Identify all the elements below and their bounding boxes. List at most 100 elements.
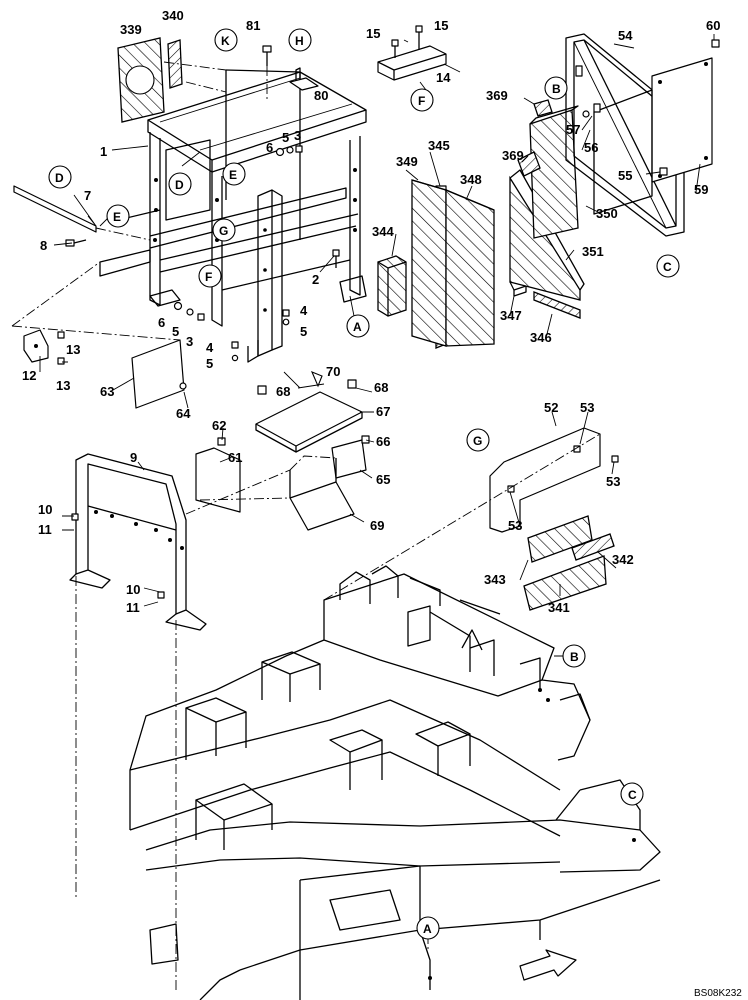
panel-348-349 [411,179,495,347]
label-348: 348 [460,172,482,187]
upper-structure [129,565,661,1000]
ref-K: K [221,34,230,48]
bolts-55-57 [582,103,668,176]
label-65: 65 [376,472,390,487]
pad-342 [571,533,615,561]
label-15-right: 15 [434,18,448,33]
cover-59 [651,39,720,183]
label-62: 62 [212,418,226,433]
label-342: 342 [612,552,634,567]
pad-369 [517,99,553,177]
pad-341 [523,555,607,611]
label-64: 64 [176,406,191,421]
bolt-81 [262,45,272,100]
ref-E-frame: E [229,168,237,182]
label-349: 349 [396,154,418,169]
label-346: 346 [530,330,552,345]
cover-69 [289,458,355,531]
label-57: 57 [566,122,580,137]
label-55: 55 [618,168,632,183]
ref-C-frame: C [663,260,672,274]
label-15-left: 15 [366,26,380,41]
label-54: 54 [618,28,633,43]
ref-B-structure: B [570,650,579,664]
ref-H: H [295,34,304,48]
label-350: 350 [596,206,618,221]
label-53-bottom: 53 [508,518,522,533]
ref-A-structure: A [423,922,432,936]
label-52: 52 [544,400,558,415]
label-10-bottom: 10 [126,582,140,597]
ref-A-frame: A [353,320,362,334]
label-60: 60 [706,18,720,33]
label-4-right: 4 [300,303,308,318]
bracket-12 [23,329,65,365]
label-5-left: 5 [206,356,213,371]
label-2: 2 [312,272,319,287]
part-339-panel [117,37,165,123]
bolts-frame [173,145,340,362]
label-8: 8 [40,238,47,253]
label-4-left: 4 [206,340,214,355]
label-63: 63 [100,384,114,399]
label-67: 67 [376,404,390,419]
plate-61 [195,437,241,513]
leader-lines [39,34,715,607]
label-53-right: 53 [606,474,620,489]
bracket-9 [69,453,207,631]
label-9: 9 [130,450,137,465]
label-347: 347 [500,308,522,323]
ref-B-frame: B [552,82,561,96]
label-6: 6 [266,140,273,155]
label-59: 59 [694,182,708,197]
cover-63 [131,339,187,409]
label-80: 80 [314,88,328,103]
label-5-right: 5 [300,324,307,339]
label-12: 12 [22,368,36,383]
plate-67 [255,370,363,453]
pad-346 [533,291,581,319]
ref-F-bracket: F [418,94,425,108]
ref-F-frame: F [205,270,212,284]
ref-C-structure: C [628,788,637,802]
label-339: 339 [120,22,142,37]
ref-G-frame: G [219,224,228,238]
part-340-panel [167,39,183,89]
label-340: 340 [162,8,184,23]
label-7: 7 [84,188,91,203]
label-344: 344 [372,224,394,239]
label-68-right: 68 [374,380,388,395]
bracket-65 [331,435,370,479]
label-5-foot: 5 [172,324,179,339]
bracket-80 [289,67,319,91]
label-5: 5 [282,130,289,145]
label-10-top: 10 [38,502,52,517]
label-56: 56 [584,140,598,155]
bracket-52 [489,427,619,533]
direction-arrow [519,949,577,981]
ref-D-frame: D [175,178,184,192]
label-6-foot: 6 [158,315,165,330]
label-3: 3 [294,128,301,143]
label-61: 61 [228,450,242,465]
label-53-top: 53 [580,400,594,415]
ref-E-bracket: E [113,210,121,224]
label-369-lower: 369 [502,148,524,163]
pad-344 [377,255,407,317]
diagram-code: BS08K232 [694,988,742,999]
label-11-bottom: 11 [126,600,140,615]
ref-circles [48,28,680,940]
label-1: 1 [100,144,107,159]
label-11-top: 11 [38,522,52,537]
label-351: 351 [582,244,604,259]
label-70: 70 [326,364,340,379]
label-69: 69 [370,518,384,533]
label-13-top: 13 [66,342,80,357]
label-3-foot: 3 [186,334,193,349]
label-68-left: 68 [276,384,290,399]
labels: 339 340 81 3 5 6 1 D E G F 2 4 5 4 5 6 5… [22,8,742,999]
label-81: 81 [246,18,260,33]
label-14: 14 [436,70,451,85]
label-13-bottom: 13 [56,378,70,393]
